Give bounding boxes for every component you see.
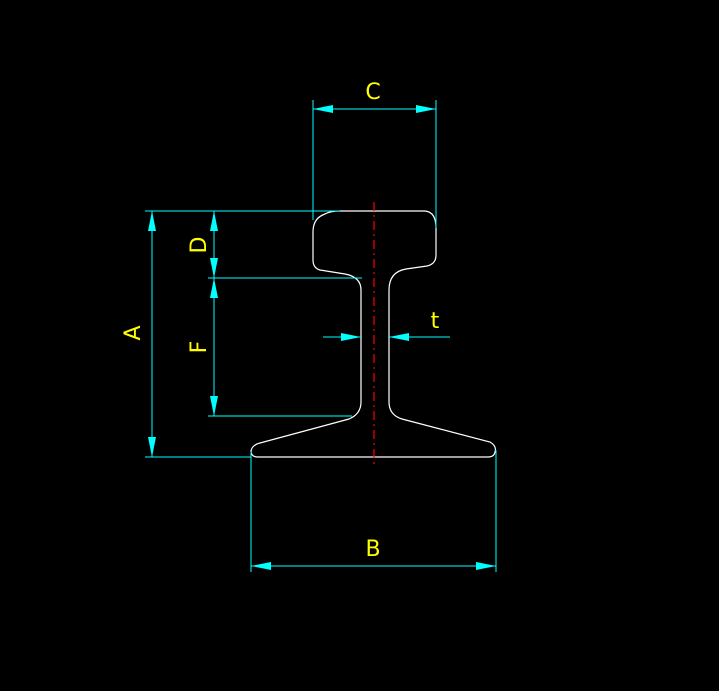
dimension-c: C <box>312 80 437 228</box>
dimension-t-label: t <box>431 309 440 334</box>
dimension-f-label: F <box>187 341 212 354</box>
dimension-c-label: C <box>365 80 380 105</box>
rail-profile-outline <box>250 210 497 458</box>
dimension-f: F <box>187 277 362 417</box>
dimension-a: A <box>121 210 340 458</box>
dimension-d: D <box>187 211 218 278</box>
dimension-b-label: B <box>365 537 380 562</box>
dimension-b: B <box>250 450 497 572</box>
dimension-a-label: A <box>121 325 146 340</box>
dimension-d-label: D <box>187 237 212 254</box>
dimension-t: t <box>323 309 450 341</box>
